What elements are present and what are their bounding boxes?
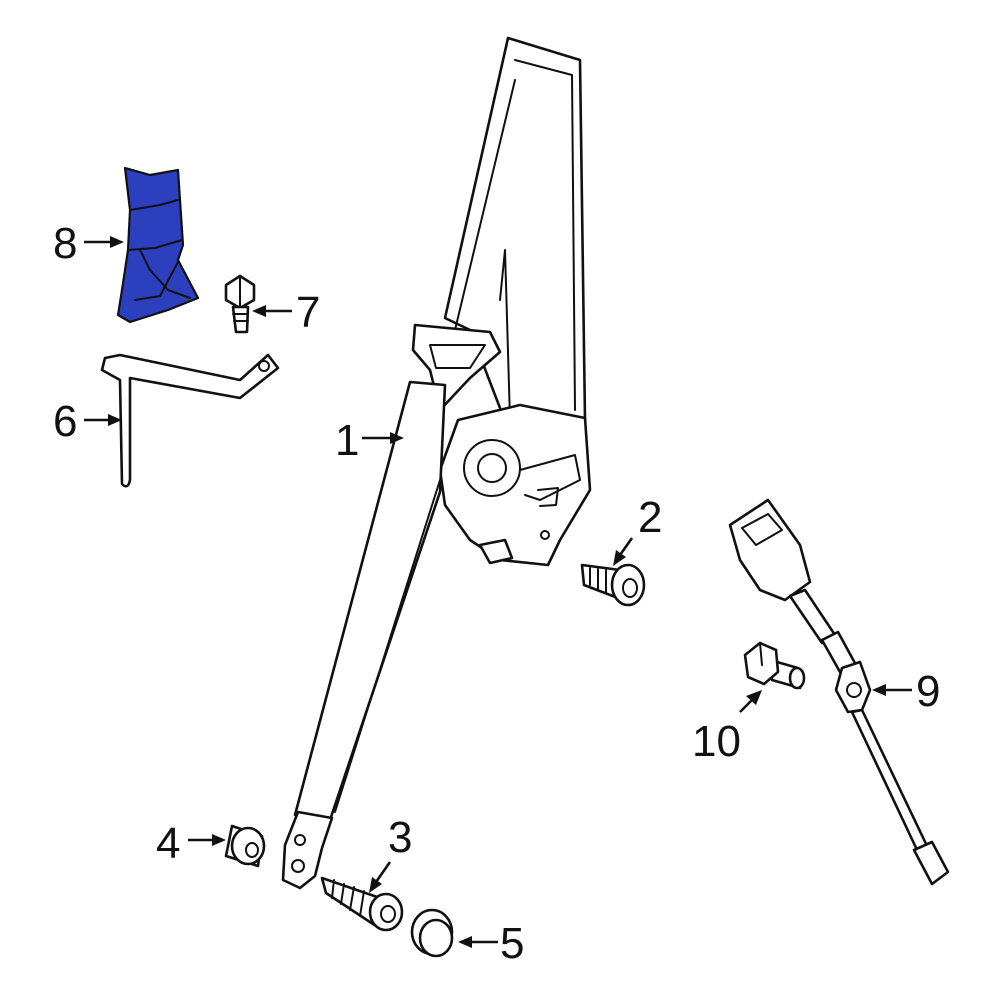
part-2-bolt[interactable] bbox=[580, 563, 646, 607]
callout-2: 2 bbox=[638, 493, 662, 542]
callout-labels: 1 2 3 4 5 6 7 8 9 10 bbox=[53, 219, 940, 968]
part-5-cap[interactable] bbox=[410, 908, 454, 958]
callout-10: 10 bbox=[692, 717, 741, 766]
callout-7: 7 bbox=[296, 288, 320, 337]
part-9-buckle[interactable] bbox=[728, 498, 950, 886]
part-10-nut[interactable] bbox=[743, 641, 806, 690]
part-8-cover[interactable] bbox=[116, 166, 200, 324]
part-3-bolt[interactable] bbox=[320, 876, 404, 932]
callout-1: 1 bbox=[335, 416, 359, 465]
part-7-bolt[interactable] bbox=[224, 274, 256, 334]
callout-leaders bbox=[84, 236, 912, 948]
part-6-guide-rod[interactable] bbox=[100, 353, 280, 488]
callout-4: 4 bbox=[156, 819, 180, 868]
callout-9: 9 bbox=[916, 667, 940, 716]
callout-6: 6 bbox=[53, 397, 77, 446]
callout-5: 5 bbox=[500, 919, 524, 968]
callout-8: 8 bbox=[53, 219, 77, 268]
part-4-spacer[interactable] bbox=[224, 824, 266, 868]
part-1-seat-belt-retractor[interactable] bbox=[281, 36, 592, 890]
callout-3: 3 bbox=[388, 813, 412, 862]
